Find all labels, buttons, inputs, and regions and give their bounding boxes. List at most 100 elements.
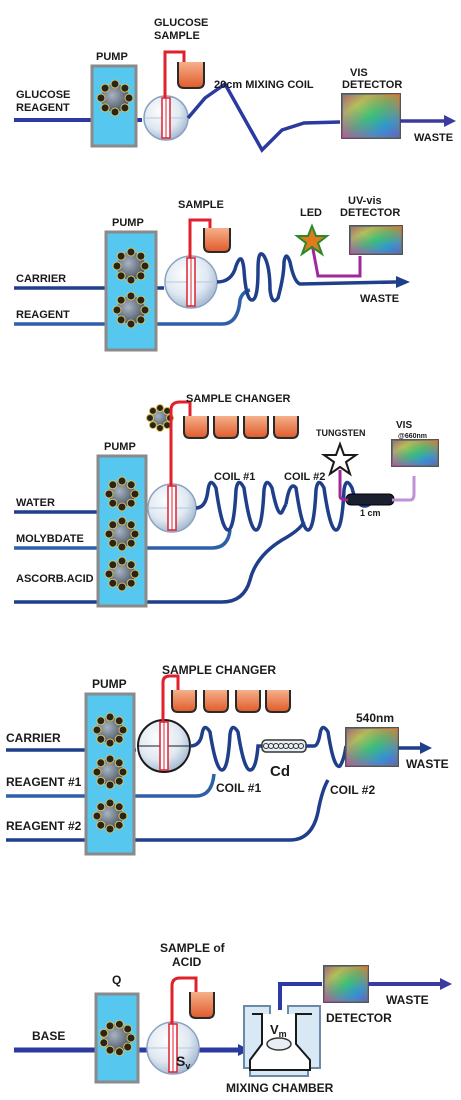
sample-loop bbox=[161, 674, 180, 722]
coil1-label: COIL #1 bbox=[214, 471, 255, 483]
molybdate-label: MOLYBDATE bbox=[16, 533, 84, 545]
roller-ball bbox=[118, 811, 128, 821]
sample-cup bbox=[273, 416, 299, 439]
stir-bar bbox=[266, 1037, 292, 1051]
pump-rollers-2 bbox=[92, 754, 128, 790]
reagent-label: REAGENT bbox=[16, 309, 70, 321]
roller-ball bbox=[96, 734, 106, 744]
roller-ball bbox=[118, 725, 128, 735]
water-label: WATER bbox=[16, 497, 55, 509]
roller-ball bbox=[92, 811, 102, 821]
roller-ball bbox=[108, 578, 118, 588]
sample-label: GLUCOSE bbox=[154, 17, 208, 29]
roller-ball bbox=[126, 538, 136, 548]
sample-cup bbox=[213, 416, 239, 439]
sample-label-2: ACID bbox=[172, 955, 202, 969]
roller-ball bbox=[118, 767, 128, 777]
roller-ball bbox=[126, 560, 136, 570]
roller-ball bbox=[110, 79, 120, 89]
detector-path bbox=[392, 476, 416, 502]
roller-ball bbox=[92, 725, 102, 735]
pump-rollers-bottom bbox=[112, 291, 150, 329]
ascorbic-tube bbox=[14, 521, 306, 604]
roller-ball bbox=[117, 516, 127, 526]
roller-ball bbox=[148, 406, 157, 415]
roller-ball bbox=[108, 538, 118, 548]
roller-ball bbox=[117, 476, 127, 486]
led-label: LED bbox=[300, 207, 322, 219]
roller-ball bbox=[105, 824, 115, 834]
reagent2-label: REAGENT #2 bbox=[6, 819, 82, 833]
sample-cup bbox=[235, 690, 261, 713]
carrier-label: CARRIER bbox=[16, 273, 66, 285]
pump-rollers-top bbox=[112, 247, 150, 285]
roller-ball bbox=[114, 734, 124, 744]
roller-ball bbox=[120, 83, 130, 93]
changer-wheel bbox=[146, 404, 174, 432]
sample-cup bbox=[183, 416, 209, 439]
sample-changer-label: SAMPLE CHANGER bbox=[162, 663, 276, 677]
reagent2-tube bbox=[6, 779, 330, 842]
roller-ball bbox=[116, 251, 126, 261]
roller-ball bbox=[104, 569, 114, 579]
reagent1-label: REAGENT #1 bbox=[6, 775, 82, 789]
roller-ball bbox=[126, 578, 136, 588]
roller-ball bbox=[105, 738, 115, 748]
roller-ball bbox=[126, 247, 136, 257]
reagent-label-2: REAGENT bbox=[16, 102, 70, 114]
roller-ball bbox=[130, 569, 140, 579]
led-star bbox=[294, 223, 330, 257]
sample-cup bbox=[265, 690, 291, 713]
roller-ball bbox=[126, 291, 136, 301]
roller-ball bbox=[126, 520, 136, 530]
coil-1 bbox=[189, 725, 262, 772]
sample-cups bbox=[171, 690, 291, 713]
roller-ball bbox=[114, 776, 124, 786]
coil-2 bbox=[284, 480, 371, 532]
pump-rollers-1 bbox=[92, 712, 128, 748]
molybdate-tube bbox=[14, 529, 232, 550]
waste-label: WASTE bbox=[406, 757, 449, 771]
panel-3-sample-changer: SAMPLE CHANGER PUMP COIL #1 COIL #2 TUNG… bbox=[14, 393, 439, 608]
roller-ball bbox=[126, 319, 136, 329]
roller-ball bbox=[104, 489, 114, 499]
coil2-label: COIL #2 bbox=[284, 471, 325, 483]
sample-loop bbox=[188, 218, 212, 258]
base-label: BASE bbox=[32, 1029, 65, 1043]
roller-ball bbox=[96, 93, 106, 103]
roller-ball bbox=[108, 560, 118, 570]
roller-ball bbox=[148, 421, 157, 430]
outlet-tube bbox=[278, 982, 322, 1010]
detector-label: UV-vis bbox=[348, 195, 382, 207]
roller-ball bbox=[140, 261, 150, 271]
wavelength-label: @660nm bbox=[398, 433, 427, 440]
wavelength-label: 540nm bbox=[356, 711, 394, 725]
detector-label: DETECTOR bbox=[326, 1011, 392, 1025]
detector-label: VIS bbox=[350, 67, 368, 79]
coil1-label: COIL #1 bbox=[216, 781, 261, 795]
detector-label-2: DETECTOR bbox=[342, 79, 402, 91]
roller-ball bbox=[136, 315, 146, 325]
sample-cup bbox=[171, 690, 197, 713]
roller-ball bbox=[104, 529, 114, 539]
mixing-coil bbox=[186, 81, 341, 153]
sample-cup bbox=[203, 228, 231, 253]
pump-label: Q bbox=[112, 973, 121, 987]
roller-ball bbox=[112, 305, 122, 315]
roller-ball bbox=[114, 820, 124, 830]
roller-ball bbox=[130, 529, 140, 539]
detector-label-2: DETECTOR bbox=[340, 207, 400, 219]
roller-ball bbox=[126, 275, 136, 285]
roller-ball bbox=[117, 542, 127, 552]
roller-ball bbox=[123, 1024, 133, 1034]
roller-ball bbox=[96, 802, 106, 812]
sample-label-2: SAMPLE bbox=[154, 30, 200, 42]
vis-label: VIS bbox=[396, 420, 412, 431]
roller-ball bbox=[105, 754, 115, 764]
roller-ball bbox=[114, 1019, 124, 1029]
sample-changer-label: SAMPLE CHANGER bbox=[186, 393, 291, 405]
pump-rollers-3 bbox=[104, 556, 140, 592]
volume-label: Vm bbox=[270, 1022, 287, 1039]
roller-ball bbox=[114, 716, 124, 726]
roller-ball bbox=[117, 556, 127, 566]
